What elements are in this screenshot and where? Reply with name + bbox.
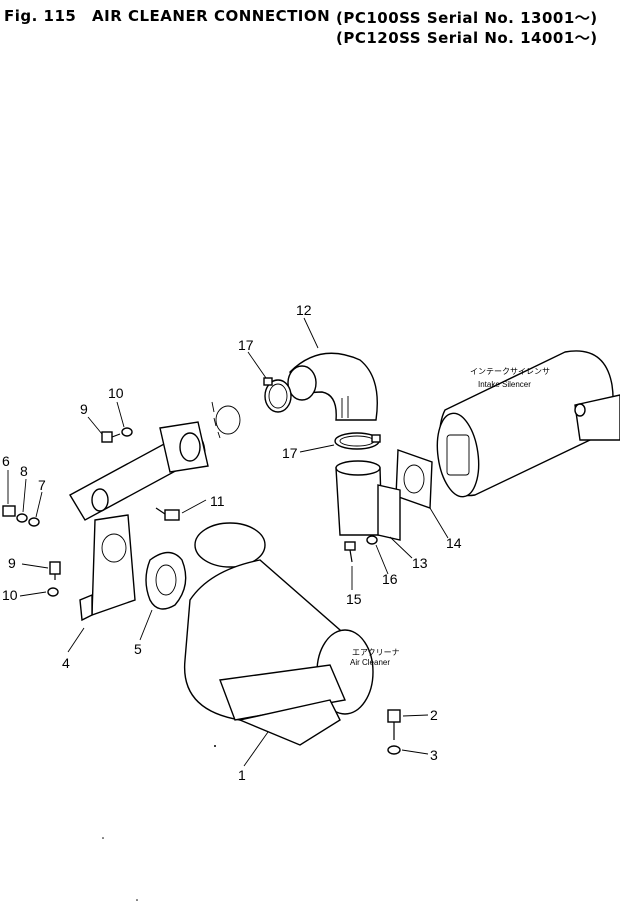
callout-12: 12 — [296, 302, 312, 318]
stud-11 — [155, 507, 180, 521]
washer-16 — [366, 535, 378, 545]
round-gasket — [145, 551, 187, 610]
callout-10-upper: 10 — [108, 385, 124, 401]
hose-clamp-lower — [334, 432, 381, 450]
washer-10-upper — [121, 427, 133, 437]
callout-11: 11 — [210, 493, 225, 509]
callout-9-lower: 9 — [8, 555, 16, 571]
nut-6 — [2, 505, 16, 517]
callout-1: 1 — [238, 767, 246, 783]
elbow-pipe — [335, 460, 401, 541]
callout-17-upper: 17 — [238, 337, 254, 353]
callout-13: 13 — [412, 555, 428, 571]
callout-17-lower: 17 — [282, 445, 298, 461]
bolt-9-upper — [101, 431, 121, 443]
washer-10-lower — [47, 587, 59, 597]
callout-8: 8 — [20, 463, 28, 479]
speck — [136, 899, 138, 901]
callout-16: 16 — [382, 571, 398, 587]
bolt-9-lower — [49, 561, 61, 580]
flange-gasket — [395, 449, 433, 509]
callout-6: 6 — [2, 453, 10, 469]
speck — [102, 837, 104, 839]
callout-5: 5 — [134, 641, 142, 657]
figure-title: AIR CLEANER CONNECTION — [92, 7, 331, 25]
serial-range-pc120ss: (PC120SS Serial No. 14001～) — [336, 29, 598, 47]
air-cleaner-en-label: Air Cleaner — [350, 658, 390, 667]
speck — [214, 745, 216, 747]
callout-3: 3 — [430, 747, 438, 763]
elbow-hose — [287, 352, 378, 421]
serial-range-pc100ss: (PC100SS Serial No. 13001～) — [336, 9, 598, 27]
washer-3 — [387, 745, 401, 755]
callout-15: 15 — [346, 591, 362, 607]
connector-sleeve — [211, 401, 241, 439]
callout-9-upper: 9 — [80, 401, 88, 417]
figure-number: Fig. 115 — [4, 7, 77, 25]
callout-10-lower: 10 — [2, 587, 18, 603]
mounting-bracket — [79, 514, 136, 622]
callout-14: 14 — [446, 535, 462, 551]
callout-7: 7 — [38, 477, 46, 493]
air-cleaner-jp-label: エアクリーナ — [352, 648, 400, 657]
washer-8 — [16, 513, 28, 523]
inlet-pipe — [69, 421, 209, 521]
washer-7 — [28, 517, 40, 527]
callout-4: 4 — [62, 655, 70, 671]
bolt-15 — [344, 541, 356, 563]
intake-silencer-en-label: Intake Silencer — [478, 380, 531, 389]
bolt-2 — [387, 709, 401, 740]
air-cleaner — [183, 522, 374, 746]
hose-clamp-upper — [263, 377, 292, 413]
intake-silencer-jp-label: インテークサイレンサ — [470, 367, 550, 376]
intake-silencer — [436, 350, 620, 498]
callout-2: 2 — [430, 707, 438, 723]
